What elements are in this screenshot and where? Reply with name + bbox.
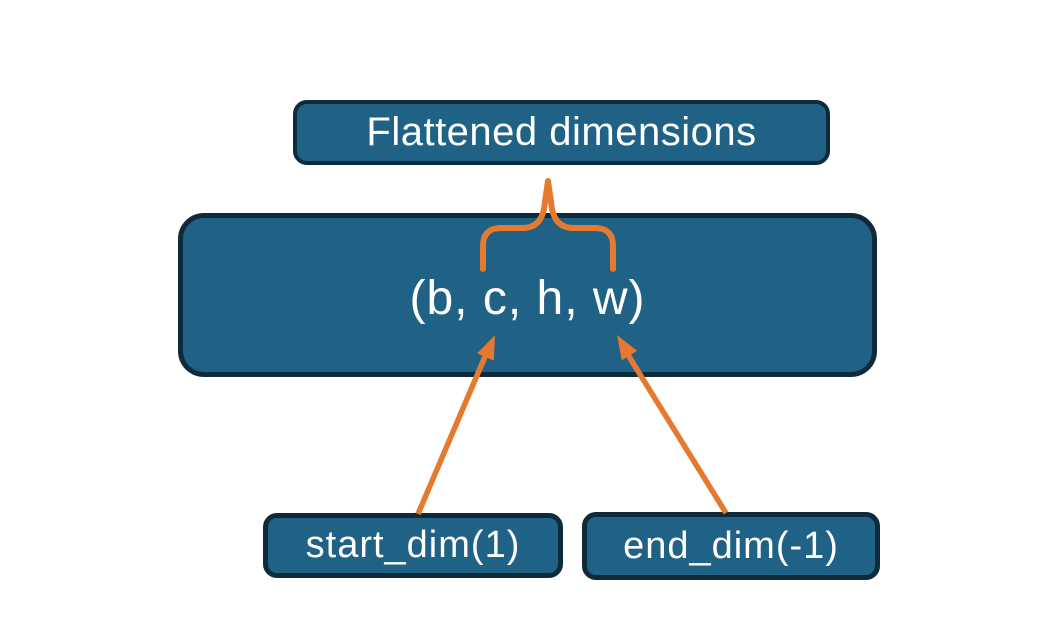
end-dim-label: end_dim(-1) bbox=[623, 524, 839, 567]
start-dim-box: start_dim(1) bbox=[263, 513, 563, 578]
start-dim-label: start_dim(1) bbox=[305, 524, 521, 566]
end-dim-box: end_dim(-1) bbox=[582, 512, 880, 580]
flattened-dimensions-label: Flattened dimensions bbox=[366, 110, 757, 154]
flattened-dimensions-box: Flattened dimensions bbox=[293, 100, 830, 165]
tensor-shape-box: (b, c, h, w) bbox=[178, 213, 877, 377]
tensor-shape-label: (b, c, h, w) bbox=[409, 271, 646, 325]
